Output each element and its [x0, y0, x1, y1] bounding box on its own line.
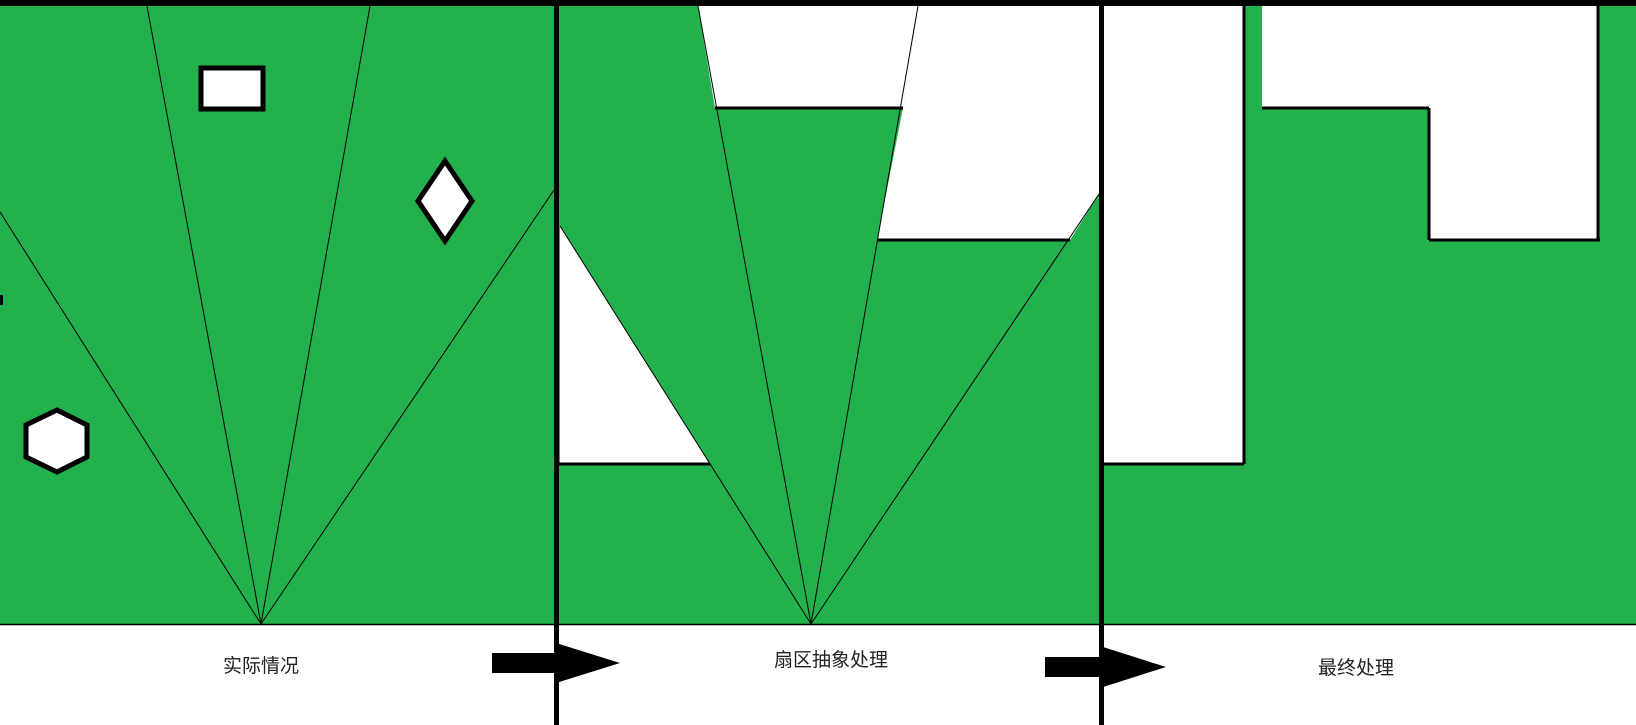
boundary-lines [1103, 6, 1600, 466]
caption-actual: 实际情况 [222, 655, 300, 677]
obstacle-hexagon [23, 407, 90, 475]
blocked-area-top-right [877, 6, 1099, 240]
free-area-left [1103, 6, 1244, 464]
panel-sector-abstraction [558, 5, 1100, 625]
divider-1 [554, 0, 559, 725]
panel-actual-field [0, 6, 554, 624]
boundary-lines [558, 106, 1070, 466]
caption-sector-abstraction: 扇区抽象处理 [773, 649, 889, 671]
arrow-right-icon [1045, 647, 1166, 687]
panel-final [1103, 6, 1636, 624]
panel-actual [0, 5, 555, 625]
sector-lines [0, 5, 555, 625]
obstacle-rectangle [198, 65, 266, 112]
divider-2 [1099, 0, 1104, 725]
blocked-area-top-left [698, 6, 918, 108]
obstacle-diamond [414, 156, 476, 246]
caption-final: 最终处理 [1317, 657, 1395, 679]
arrow-right-icon [492, 643, 620, 683]
